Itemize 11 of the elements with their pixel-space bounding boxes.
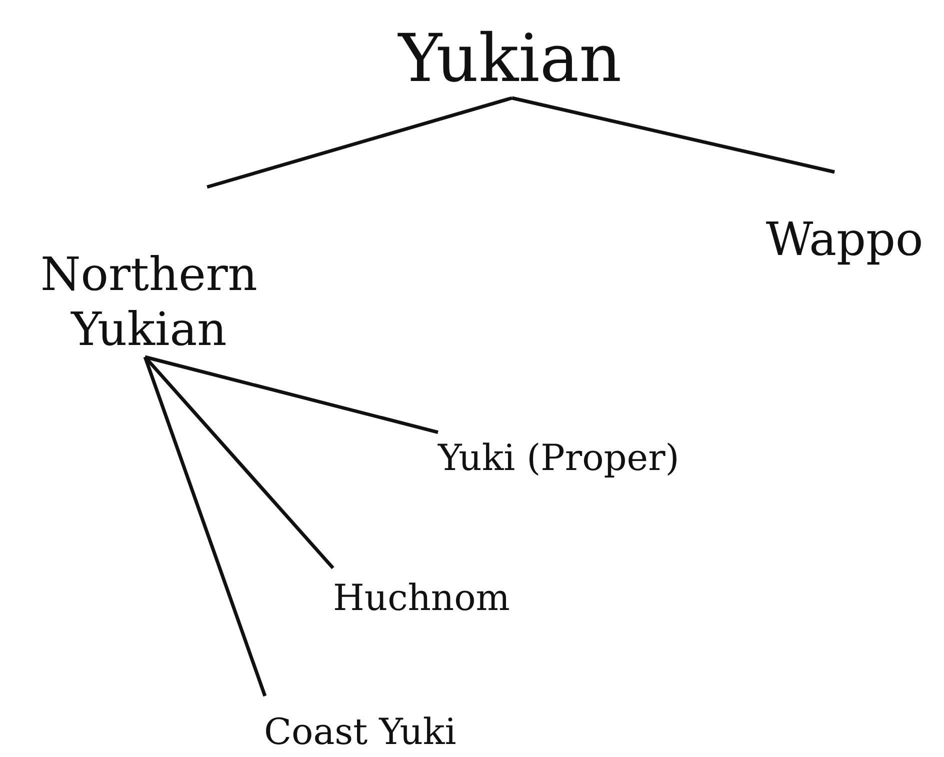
tree-label: Yukian [398,18,622,98]
branch-line [512,96,835,174]
tree-label: Wappo [766,212,924,267]
tree-label: Huchnom [333,576,510,620]
branch-line [144,356,334,570]
branch-line [144,355,438,434]
tree-label: Yuki (Proper) [438,436,680,480]
tree-label: Northern Yukian [40,246,258,357]
tree-label: Coast Yuki [264,710,456,754]
branch-line [143,356,267,697]
branch-line [206,96,513,189]
